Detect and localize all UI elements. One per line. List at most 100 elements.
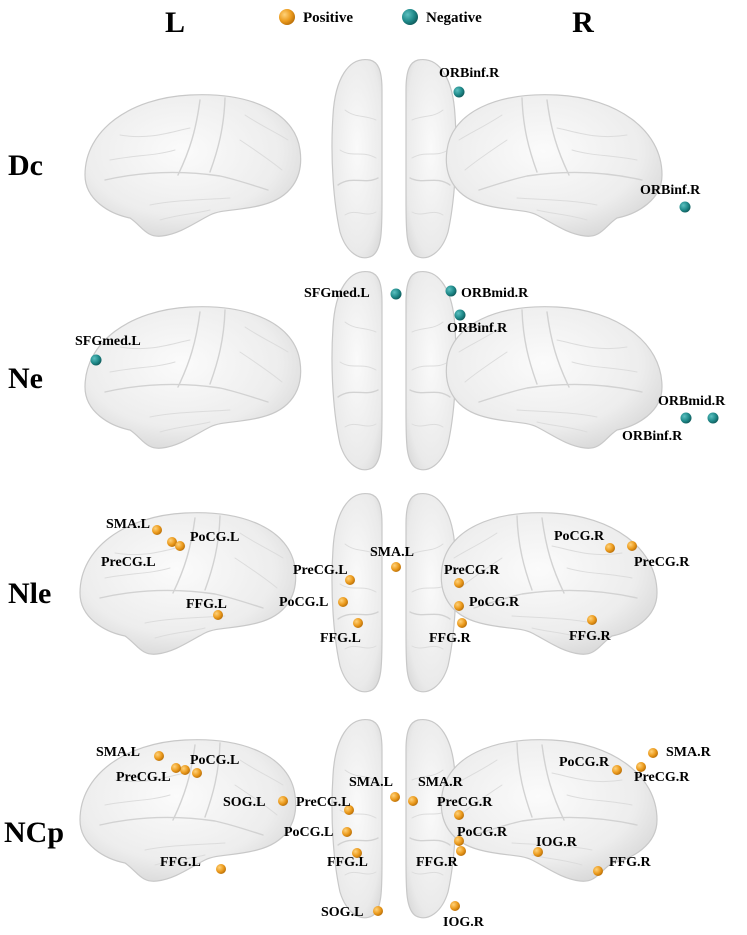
- region-label: SOG.L: [321, 905, 363, 920]
- legend: Positive Negative: [279, 9, 482, 26]
- region-label: PoCG.R: [457, 825, 508, 840]
- row-label-ncp: NCp: [4, 816, 64, 849]
- region-label: IOG.R: [536, 835, 578, 850]
- region-label: PreCG.L: [116, 770, 171, 785]
- legend-positive-label: Positive: [303, 10, 353, 26]
- region-label: SMA.L: [96, 745, 140, 760]
- region-node: [167, 537, 177, 547]
- row-nle: Nle SMA.L PoCG.L PreCG.L FFG.L SMA.L Pre…: [8, 492, 690, 693]
- region-label: FFG.L: [186, 597, 227, 612]
- legend-positive-marker: [279, 9, 295, 25]
- region-node: [180, 765, 190, 775]
- region-label: SMA.R: [666, 745, 712, 760]
- region-node: [680, 412, 692, 424]
- right-lateral-brain: [440, 512, 658, 655]
- region-label: PoCG.R: [554, 529, 605, 544]
- region-node: [152, 525, 162, 535]
- region-node: [454, 578, 464, 588]
- region-node: [278, 796, 288, 806]
- region-label: ORBinf.R: [439, 66, 500, 81]
- region-node: [352, 848, 362, 858]
- region-node: [454, 836, 464, 846]
- region-node: [154, 751, 164, 761]
- region-label: FFG.L: [320, 631, 361, 646]
- region-label: PoCG.L: [190, 753, 239, 768]
- top-view-brain: [331, 492, 457, 693]
- region-label: ORBinf.R: [622, 429, 683, 444]
- legend-negative-label: Negative: [426, 10, 482, 26]
- region-label: FFG.R: [569, 629, 611, 644]
- region-label: PoCG.L: [279, 595, 328, 610]
- region-label: PoCG.R: [559, 755, 610, 770]
- top-view-brain: [331, 58, 457, 259]
- region-node: [454, 309, 466, 321]
- region-label: FFG.L: [327, 855, 368, 870]
- region-node: [391, 562, 401, 572]
- left-lateral-brain: [84, 306, 302, 449]
- region-node: [390, 792, 400, 802]
- row-ne: Ne SFGmed.L SFGmed.L ORBmid.R ORBinf.R O…: [8, 270, 726, 471]
- region-node: [454, 810, 464, 820]
- region-label: PreCG.R: [634, 555, 690, 570]
- row-ncp: NCp SMA.L PoCG.L PreCG.L SOG.L FFG.L SMA…: [4, 718, 712, 930]
- region-label: ORBmid.R: [658, 394, 726, 409]
- right-hemisphere-label: R: [572, 6, 594, 39]
- region-label: SMA.L: [370, 545, 414, 560]
- region-label: FFG.R: [416, 855, 458, 870]
- region-label: PreCG.L: [296, 795, 351, 810]
- region-label: SOG.L: [223, 795, 265, 810]
- left-hemisphere-label: L: [165, 6, 185, 39]
- region-label: PreCG.R: [634, 770, 690, 785]
- region-node: [679, 201, 691, 213]
- top-view-brain: [331, 270, 457, 471]
- region-node: [338, 597, 348, 607]
- region-node: [216, 864, 226, 874]
- region-label: SMA.R: [418, 775, 464, 790]
- region-node: [605, 543, 615, 553]
- region-label: FFG.R: [609, 855, 651, 870]
- region-node: [454, 601, 464, 611]
- region-label: PoCG.R: [469, 595, 520, 610]
- region-label: ORBinf.R: [447, 321, 508, 336]
- legend-negative-marker: [402, 9, 418, 25]
- region-label: ORBmid.R: [461, 286, 529, 301]
- region-node: [408, 796, 418, 806]
- region-node: [456, 846, 466, 856]
- region-node: [353, 618, 363, 628]
- region-node: [648, 748, 658, 758]
- region-label: PoCG.L: [190, 530, 239, 545]
- region-label: PreCG.R: [444, 563, 500, 578]
- region-node: [342, 827, 352, 837]
- region-label: PreCG.L: [101, 555, 156, 570]
- region-label: SFGmed.L: [304, 286, 370, 301]
- region-node: [175, 541, 185, 551]
- region-node: [345, 575, 355, 585]
- left-lateral-brain: [84, 94, 302, 237]
- region-node: [593, 866, 603, 876]
- left-lateral-brain: [79, 512, 297, 655]
- row-label-dc: Dc: [8, 149, 43, 182]
- region-label: PoCG.L: [284, 825, 333, 840]
- region-label: IOG.R: [443, 915, 485, 930]
- region-label: SMA.L: [106, 517, 150, 532]
- row-label-ne: Ne: [8, 362, 43, 395]
- region-node: [445, 285, 457, 297]
- region-label: FFG.L: [160, 855, 201, 870]
- region-node: [390, 288, 402, 300]
- row-label-nle: Nle: [8, 577, 51, 610]
- region-node: [171, 763, 181, 773]
- region-node: [457, 618, 467, 628]
- region-node: [450, 901, 460, 911]
- region-node: [636, 762, 646, 772]
- top-view-brain: [331, 718, 457, 919]
- region-label: PreCG.L: [293, 563, 348, 578]
- region-node: [373, 906, 383, 916]
- region-label: SFGmed.L: [75, 334, 141, 349]
- region-node: [627, 541, 637, 551]
- region-label: SMA.L: [349, 775, 393, 790]
- right-lateral-brain: [445, 94, 663, 237]
- region-node: [453, 86, 465, 98]
- region-node: [612, 765, 622, 775]
- row-dc: Dc ORBinf.R ORBinf.R: [8, 58, 701, 259]
